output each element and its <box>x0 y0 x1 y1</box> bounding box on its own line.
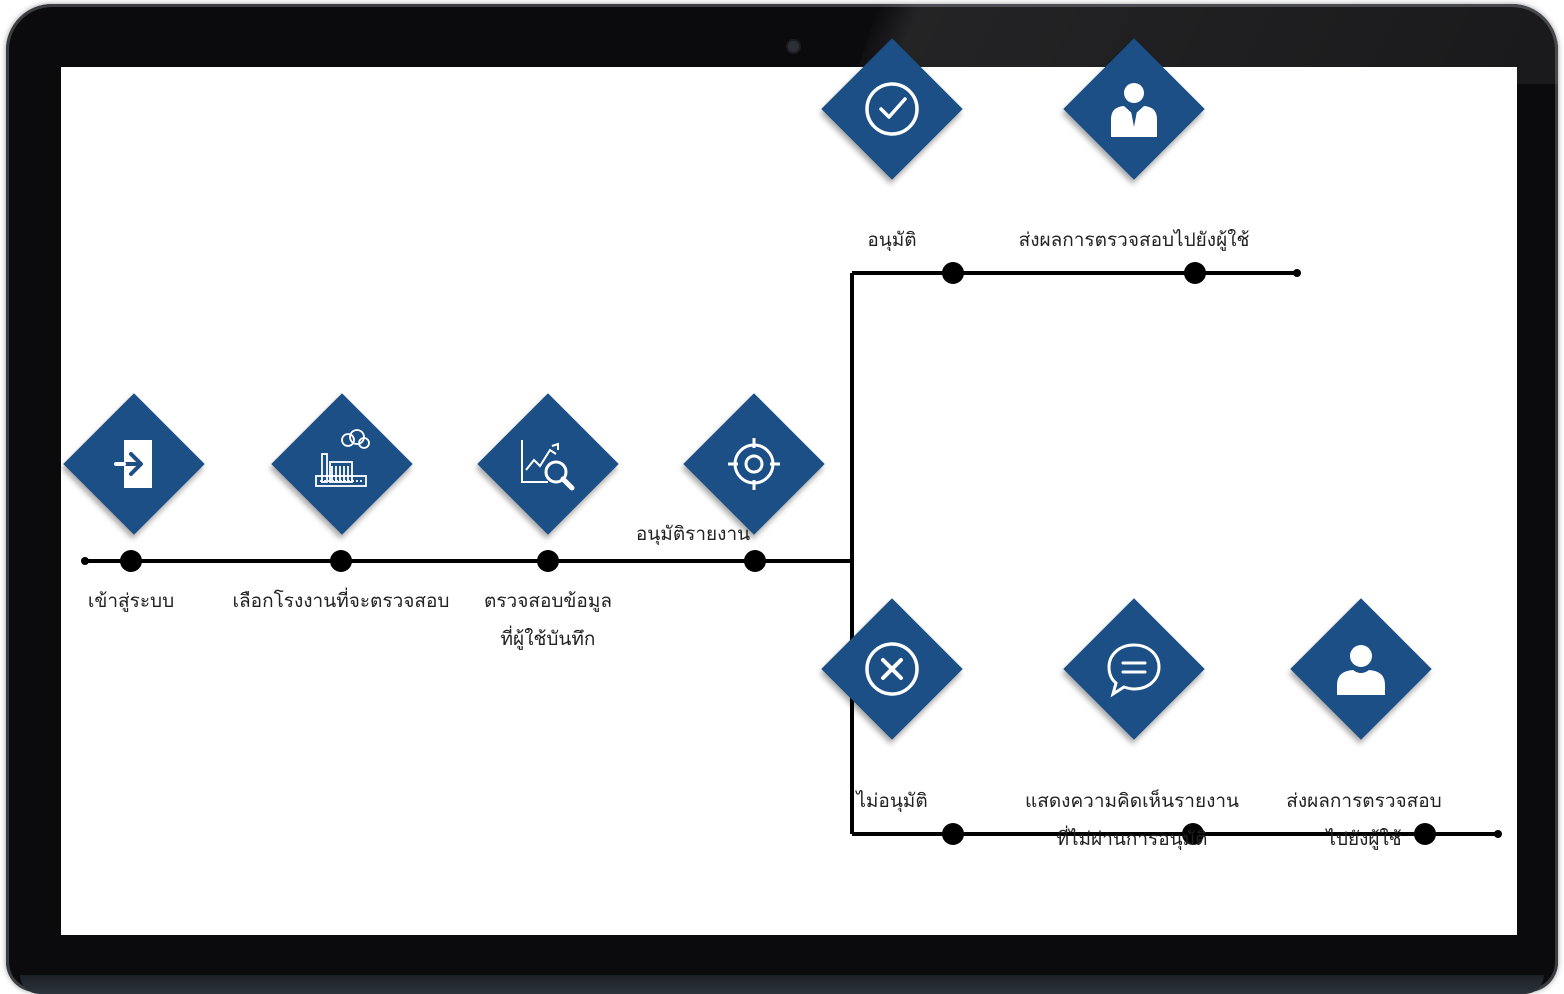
x-circle-icon <box>865 642 919 696</box>
chart-search-icon <box>521 440 575 491</box>
step-label-approve: อนุมัติ <box>867 229 917 251</box>
step-label-review-data: ตรวจสอบข้อมูล ที่ผู้ใช้บันทึก <box>484 590 612 650</box>
step-dot-send-result-rejected <box>1414 823 1436 845</box>
step-dot-comment <box>1182 823 1204 845</box>
speech-bubble-icon <box>1107 643 1161 698</box>
approved-flow-end-dot <box>1293 269 1301 277</box>
step-dot-send-result-approved <box>1184 262 1206 284</box>
step-label-send-result-rejected: ส่งผลการตรวจสอบ ไปยังผู้ใช้ <box>1286 790 1442 850</box>
step-label-approve-report: อนุมัติรายงาน <box>635 523 751 545</box>
rejected-flow-end-dot <box>1494 830 1502 838</box>
step-label-send-result-approved: ส่งผลการตรวจสอบไปยังผู้ใช้ <box>1018 229 1250 251</box>
check-circle-icon <box>865 82 919 136</box>
step-dot-select-factory <box>330 550 352 572</box>
step-dot-approve-report <box>744 550 766 572</box>
businessman-icon <box>1111 83 1157 137</box>
step-dot-login <box>120 550 142 572</box>
laptop-base <box>20 975 1544 994</box>
step-label-comment: แสดงความคิดเห็นรายงาน ที่ไม่ผ่านการอนุมั… <box>1024 790 1240 850</box>
step-dot-reject <box>942 823 964 845</box>
user-icon <box>1337 645 1385 695</box>
factory-icon <box>315 429 370 487</box>
step-label-login: เข้าสู่ระบบ <box>87 590 175 612</box>
step-label-reject: ไม่อนุมัติ <box>856 790 928 812</box>
main-flow-start-dot <box>81 557 89 565</box>
webcam-icon <box>788 41 799 52</box>
login-icon <box>114 440 152 488</box>
step-dot-approve <box>942 262 964 284</box>
target-icon <box>728 438 780 490</box>
step-dot-review-data <box>537 550 559 572</box>
screen: เข้าสู่ระบบ เลือกโรงงานที่จะตรวจสอบ <box>61 67 1517 935</box>
step-label-select-factory: เลือกโรงงานที่จะตรวจสอบ <box>232 590 450 612</box>
flow-connectors <box>81 262 1502 845</box>
